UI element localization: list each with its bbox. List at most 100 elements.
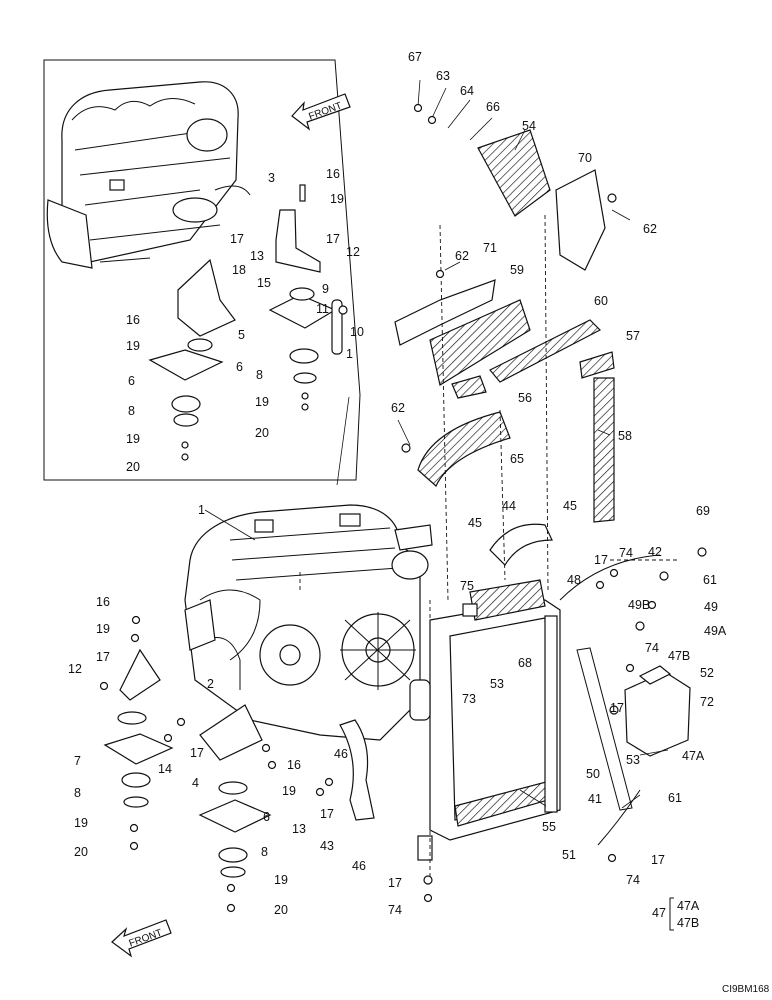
callout-49: 49 — [704, 600, 718, 614]
callout-4: 4 — [192, 776, 199, 790]
callout-3: 3 — [268, 171, 275, 185]
callout-16a: 16 — [326, 167, 340, 181]
group-note: 47 47A 47B — [652, 899, 700, 930]
callout-17a: 17 — [230, 232, 244, 246]
hoses — [339, 523, 661, 846]
callout-49A: 49A — [704, 624, 727, 638]
callout-6a: 6 — [236, 360, 243, 374]
callout-18: 18 — [232, 263, 246, 277]
callout-19e: 19 — [96, 622, 110, 636]
callout-48: 48 — [567, 573, 581, 587]
callout-19d: 19 — [126, 432, 140, 446]
callout-13b: 13 — [292, 822, 306, 836]
callout-8c: 8 — [261, 845, 268, 859]
callout-74a: 74 — [619, 546, 633, 560]
callout-46a: 46 — [334, 747, 348, 761]
reserve-tank — [624, 665, 691, 757]
inset-engine — [46, 81, 251, 269]
callout-17b: 17 — [326, 232, 340, 246]
callout-57: 57 — [626, 329, 640, 343]
callout-61a: 61 — [703, 573, 717, 587]
group-note-item-47a: 47A — [677, 899, 700, 913]
callout-5: 5 — [238, 328, 245, 342]
figure-code: CI9BM168 — [722, 984, 770, 995]
callout-41: 41 — [588, 792, 602, 806]
callout-17h: 17 — [388, 876, 402, 890]
callout-62a: 62 — [643, 222, 657, 236]
inset-mount-right — [268, 184, 348, 384]
callout-68: 68 — [518, 656, 532, 670]
callout-19a: 19 — [330, 192, 344, 206]
callout-64: 64 — [460, 84, 474, 98]
callout-71: 71 — [483, 241, 497, 255]
fasteners — [99, 103, 707, 913]
front-arrow-bottom: FRONT — [111, 919, 172, 958]
callout-67: 67 — [408, 50, 422, 64]
mount-stacks — [103, 648, 272, 878]
callout-1b: 1 — [198, 503, 205, 517]
callout-20b: 20 — [126, 460, 140, 474]
callout-12b: 12 — [68, 662, 82, 676]
callout-62c: 62 — [391, 401, 405, 415]
callout-45a: 45 — [468, 516, 482, 530]
callout-9: 9 — [322, 282, 329, 296]
callout-17f: 17 — [190, 746, 204, 760]
group-note-number: 47 — [652, 906, 666, 920]
callout-65: 65 — [510, 452, 524, 466]
group-note-item-47b: 47B — [677, 916, 699, 930]
guide-lines — [299, 214, 680, 880]
callout-16d: 16 — [287, 758, 301, 772]
front-arrow-top: FRONT — [291, 93, 351, 131]
callout-16c: 16 — [96, 595, 110, 609]
callout-46b: 46 — [352, 859, 366, 873]
callout-59: 59 — [510, 263, 524, 277]
callout-60: 60 — [594, 294, 608, 308]
callout-55: 55 — [542, 820, 556, 834]
callout-2: 2 — [207, 677, 214, 691]
callout-66: 66 — [486, 100, 500, 114]
callout-63: 63 — [436, 69, 450, 83]
callout-17c: 17 — [594, 553, 608, 567]
callout-labels: 67 63 64 66 54 70 62 62 71 59 60 57 56 6… — [68, 50, 727, 917]
callout-19g: 19 — [274, 873, 288, 887]
callout-13a: 13 — [250, 249, 264, 263]
callout-19b: 19 — [126, 339, 140, 353]
callout-6c: 6 — [263, 810, 270, 824]
callout-14: 14 — [158, 762, 172, 776]
callout-17i: 17 — [651, 853, 665, 867]
callout-61b: 61 — [668, 791, 682, 805]
callout-8b: 8 — [128, 404, 135, 418]
radiator — [409, 579, 561, 861]
callout-45b: 45 — [563, 499, 577, 513]
shroud-parts — [394, 129, 615, 523]
callout-47A: 47A — [682, 749, 705, 763]
callout-10: 10 — [350, 325, 364, 339]
callout-16b: 16 — [126, 313, 140, 327]
callout-43: 43 — [320, 839, 334, 853]
callout-19c: 19 — [255, 395, 269, 409]
callout-62b: 62 — [455, 249, 469, 263]
callout-54: 54 — [522, 119, 536, 133]
leader-lines — [204, 79, 669, 809]
callout-75: 75 — [460, 579, 474, 593]
callout-44: 44 — [502, 499, 516, 513]
callout-15: 15 — [257, 276, 271, 290]
callout-17d: 17 — [610, 701, 624, 715]
callout-70: 70 — [578, 151, 592, 165]
group-bracket — [669, 897, 674, 931]
callout-1a: 1 — [346, 347, 353, 361]
callout-74c: 74 — [388, 903, 402, 917]
callout-74b: 74 — [645, 641, 659, 655]
callout-7: 7 — [74, 754, 81, 768]
main-engine — [184, 504, 433, 741]
inset-mount-left — [148, 258, 309, 461]
callout-69: 69 — [696, 504, 710, 518]
callout-74d: 74 — [626, 873, 640, 887]
inset-frame — [43, 59, 361, 481]
callout-56: 56 — [518, 391, 532, 405]
callout-8a: 8 — [256, 368, 263, 382]
callout-19h: 19 — [74, 816, 88, 830]
callout-11: 11 — [316, 302, 329, 316]
callout-8d: 8 — [74, 786, 81, 800]
